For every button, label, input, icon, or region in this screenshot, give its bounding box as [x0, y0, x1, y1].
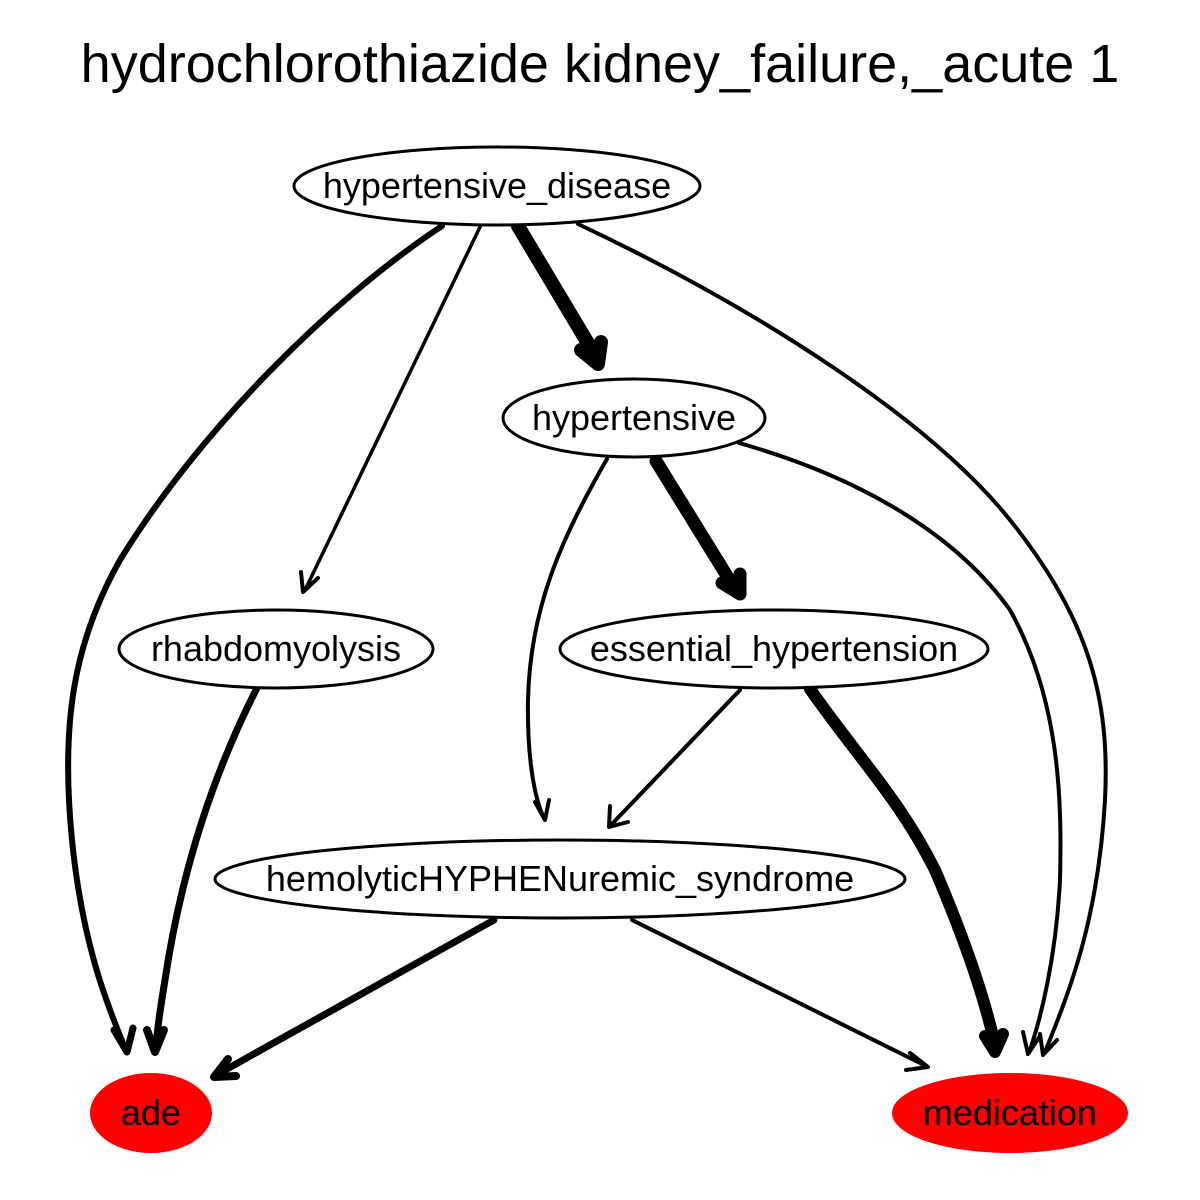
node-ade[interactable]: ade [90, 1073, 212, 1153]
node-label: essential_hypertension [590, 628, 958, 669]
node-label: hypertensive [532, 397, 736, 438]
edge-hemolytic-to-medication [630, 918, 930, 1072]
edge-essential-hypertension-to-hemolytic [607, 688, 742, 829]
edge-hypertensive-to-hemolytic [525, 457, 609, 822]
diagram-title: hydrochlorothiazide kidney_failure,_acut… [81, 34, 1120, 94]
node-hypertensive-disease[interactable]: hypertensive_disease [292, 145, 702, 227]
node-shape [90, 1073, 212, 1153]
node-rhabdomyolysis[interactable]: rhabdomyolysis [117, 608, 435, 690]
node-shape [558, 608, 990, 690]
node-label: medication [923, 1092, 1097, 1133]
node-medication[interactable]: medication [892, 1073, 1128, 1153]
node-hypertensive[interactable]: hypertensive [501, 377, 767, 459]
edge-hypertensive-disease-to-ade [65, 223, 445, 1056]
edge-hypertensive-to-medication [737, 441, 1063, 1056]
node-shape [117, 608, 435, 690]
edge-hypertensive-to-essential-hypertension [649, 454, 747, 601]
node-shape [892, 1073, 1128, 1153]
node-label: rhabdomyolysis [151, 628, 401, 669]
edge-essential-hypertension-to-medication [804, 683, 1009, 1058]
node-shape [292, 145, 702, 227]
edge-hemolytic-to-ade [210, 916, 498, 1081]
node-shape [213, 838, 907, 920]
edge-hypertensive-disease-to-hypertensive [511, 219, 608, 371]
node-label: hypertensive_disease [323, 165, 671, 206]
node-label: ade [121, 1092, 181, 1133]
edge-hypertensive-disease-to-medication [576, 222, 1108, 1057]
edges [65, 219, 1108, 1081]
edge-rhabdomyolysis-to-ade [143, 684, 261, 1056]
node-essential-hypertension[interactable]: essential_hypertension [558, 608, 990, 690]
node-hemolytic-uremic-syndrome[interactable]: hemolyticHYPHENuremic_syndrome [213, 838, 907, 920]
node-label: hemolyticHYPHENuremic_syndrome [266, 858, 854, 899]
node-shape [501, 377, 767, 459]
edge-hypertensive-disease-to-rhabdomyolysis [299, 225, 482, 594]
